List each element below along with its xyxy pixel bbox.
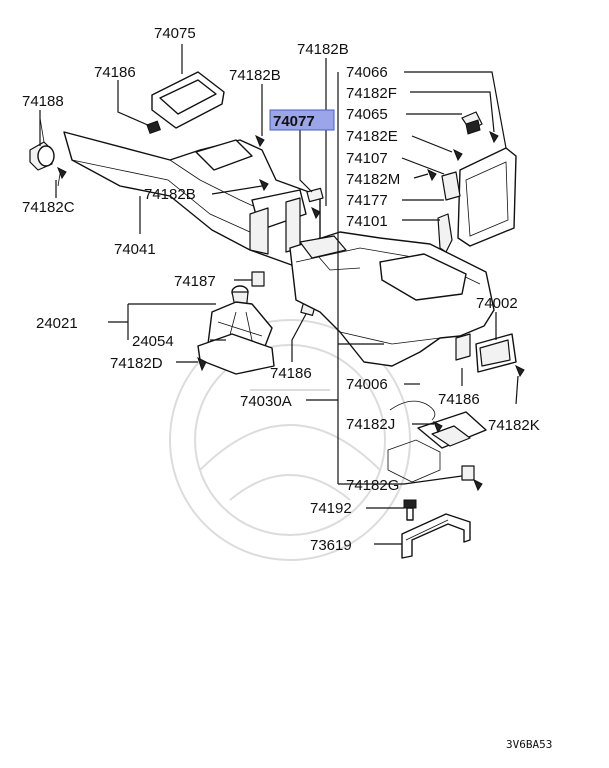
bracket-73619-drawing bbox=[401, 513, 471, 559]
main-console-74030A-drawing bbox=[289, 231, 495, 367]
label-74077: 74077 bbox=[273, 113, 315, 130]
part-labels: 74075 74186 74182B 74182B 74188 74077 74… bbox=[22, 25, 552, 751]
label-74107: 74107 bbox=[346, 150, 388, 167]
label-74182E: 74182E bbox=[346, 128, 398, 145]
label-74182B-b: 74182B bbox=[144, 186, 196, 203]
watermark-emblem bbox=[169, 319, 411, 561]
label-74182J: 74182J bbox=[346, 416, 395, 433]
wire-74006 bbox=[389, 400, 436, 421]
label-74182M: 74182M bbox=[346, 171, 400, 188]
label-74186-c: 74186 bbox=[438, 391, 480, 408]
screw-74182B-c bbox=[311, 206, 321, 220]
label-74006: 74006 bbox=[346, 376, 388, 393]
label-74182B-top: 74182B bbox=[297, 41, 349, 58]
armrest-lid-74066-drawing bbox=[457, 147, 517, 247]
label-74030A: 74030A bbox=[240, 393, 292, 410]
screw-74182E bbox=[453, 148, 463, 162]
leader-lines bbox=[39, 44, 519, 545]
highlight-box-74077 bbox=[269, 109, 335, 131]
bolt-74192-drawing bbox=[403, 499, 417, 521]
hinge-74107-drawing bbox=[427, 168, 461, 201]
label-74177: 74177 bbox=[346, 192, 388, 209]
clip-74182G-drawing bbox=[461, 465, 483, 492]
label-74182C: 74182C bbox=[22, 199, 75, 216]
label-74182D: 74182D bbox=[110, 355, 163, 372]
label-74182K: 74182K bbox=[488, 417, 540, 434]
rear-console-74041-drawing bbox=[63, 131, 321, 269]
latch-74065-drawing bbox=[461, 111, 483, 135]
label-74187: 74187 bbox=[174, 273, 216, 290]
label-74182F: 74182F bbox=[346, 85, 397, 102]
label-74188: 74188 bbox=[22, 93, 64, 110]
pad-74002-drawing bbox=[475, 333, 517, 373]
tray-74075-drawing bbox=[151, 71, 225, 129]
screw-74182F bbox=[489, 130, 499, 144]
screw-74182D bbox=[197, 357, 207, 372]
label-74182G: 74182G bbox=[346, 477, 399, 494]
label-74066: 74066 bbox=[346, 64, 388, 81]
screw-74182C bbox=[57, 166, 67, 187]
clip-74187 bbox=[251, 271, 265, 287]
knob-74188-drawing bbox=[29, 117, 55, 171]
screw-74182B-b bbox=[259, 178, 269, 192]
screw-74182B-a bbox=[255, 134, 265, 148]
label-74182B-a: 74182B bbox=[229, 67, 281, 84]
under-tray-drawing bbox=[387, 411, 487, 483]
label-24021: 24021 bbox=[36, 315, 78, 332]
label-74002: 74002 bbox=[476, 295, 518, 312]
label-74186-b: 74186 bbox=[270, 365, 312, 382]
clip-74186-a bbox=[146, 120, 161, 135]
label-74192: 74192 bbox=[310, 500, 352, 517]
diagram-code: 3V6BA53 bbox=[506, 738, 552, 751]
label-24054: 24054 bbox=[132, 333, 174, 350]
label-74065: 74065 bbox=[346, 106, 388, 123]
screw-74182J bbox=[433, 420, 443, 434]
label-74075: 74075 bbox=[154, 25, 196, 42]
label-74101: 74101 bbox=[346, 213, 388, 230]
label-74186-a: 74186 bbox=[94, 64, 136, 81]
screw-74182K bbox=[515, 364, 525, 378]
label-73619: 73619 bbox=[310, 537, 352, 554]
label-74041: 74041 bbox=[114, 241, 156, 258]
bracket-74101 bbox=[437, 213, 453, 253]
shift-boot-24054-drawing bbox=[197, 285, 275, 375]
